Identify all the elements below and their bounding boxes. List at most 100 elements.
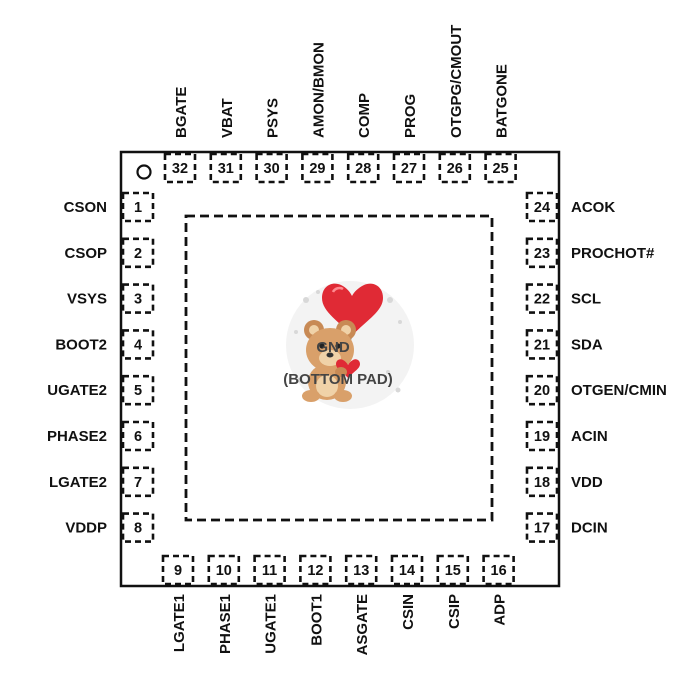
pin-19-pad [525, 420, 559, 452]
pin-8-pad [121, 512, 155, 543]
pin-7-label: LGATE2 [49, 474, 107, 491]
pin-21-pad [525, 329, 559, 360]
pin-15-number: 15 [445, 563, 461, 579]
pin1-marker-icon [136, 164, 152, 180]
pin-20-label: OTGEN/CMIN [571, 382, 667, 399]
pin-27-pad [392, 152, 426, 184]
pin-6-number: 6 [134, 429, 142, 445]
pin-10-pad [207, 554, 241, 586]
pin-17-pad [525, 512, 559, 543]
pin-5-pad [121, 374, 155, 406]
pin-11-label: UGATE1 [263, 594, 280, 654]
pin-8-number: 8 [134, 521, 142, 537]
ground-pad-sublabel: (BOTTOM PAD) [283, 371, 392, 388]
pin-12-label: BOOT1 [308, 594, 325, 646]
pin-13-number: 13 [353, 563, 369, 579]
pin-14-pad [390, 554, 424, 586]
pin-5-number: 5 [134, 383, 142, 399]
pin-20-pad [525, 374, 559, 406]
pin-32-pad [163, 152, 197, 184]
pin-2-pad [121, 237, 155, 269]
pin-6-label: PHASE2 [47, 428, 107, 445]
pin-29-number: 29 [309, 161, 325, 177]
pin-18-number: 18 [534, 475, 550, 491]
pin-29-pad [301, 152, 334, 184]
pin-9-number: 9 [174, 563, 182, 579]
pin-29-label: AMON/BMON [310, 42, 327, 138]
pin-28-number: 28 [355, 161, 371, 177]
pin-2-label: CSOP [64, 245, 107, 262]
pin-4-number: 4 [134, 337, 142, 353]
pin-1-number: 1 [134, 200, 142, 216]
pin-18-label: VDD [571, 474, 603, 491]
pin-15-label: CSIP [446, 594, 463, 629]
pin-5-label: UGATE2 [47, 382, 107, 399]
pin-17-number: 17 [534, 521, 550, 537]
pin-15-pad [436, 554, 470, 586]
pin-17-label: DCIN [571, 520, 608, 537]
pin-31-number: 31 [218, 161, 234, 177]
pin-7-number: 7 [134, 475, 142, 491]
pin-32-label: BGATE [173, 87, 190, 138]
pin-28-label: COMP [356, 93, 373, 138]
pin-8-label: VDDP [65, 520, 107, 537]
pin-10-label: PHASE1 [217, 594, 234, 654]
pins-top-side: 32 BGATE 31 VBAT 30 PSYS 29 AMON/BMON 28 COMP 27 PR… [163, 25, 517, 184]
pin-12-number: 12 [307, 563, 323, 579]
pin-7-pad [121, 466, 155, 498]
pin-23-pad [525, 237, 559, 269]
pin-3-label: VSYS [67, 291, 107, 308]
pin-28-pad [346, 152, 380, 184]
pin-31-pad [209, 152, 243, 184]
pin-32-number: 32 [172, 161, 188, 177]
pin-24-label: ACOK [571, 199, 615, 216]
pin-13-pad [344, 554, 378, 586]
pin-31-label: VBAT [219, 98, 236, 138]
pin-6-pad [121, 420, 155, 452]
pin-10-number: 10 [216, 563, 232, 579]
pin-26-pad [438, 152, 472, 184]
pin-24-number: 24 [534, 200, 550, 216]
pin-24-pad [525, 191, 559, 223]
pin-27-number: 27 [401, 161, 417, 177]
pin-14-number: 14 [399, 563, 415, 579]
pin-13-label: ASGATE [354, 594, 371, 655]
pin-22-label: SCL [571, 291, 601, 308]
pin-23-label: PROCHOT# [571, 245, 655, 262]
pin-14-label: CSIN [400, 594, 417, 630]
pin-22-number: 22 [534, 292, 550, 308]
pin-21-number: 21 [534, 337, 550, 353]
pin-9-pad [161, 554, 195, 586]
pin-1-pad [121, 191, 155, 223]
pin-3-pad [121, 283, 155, 314]
pin-26-number: 26 [447, 161, 463, 177]
pin-18-pad [525, 466, 559, 498]
ground-pad-label: GND [316, 339, 350, 356]
teddy-bear-heart-sticker [286, 281, 414, 409]
pin-16-label: ADP [492, 594, 509, 626]
pin-30-label: PSYS [265, 98, 282, 138]
pin-9-label: LGATE1 [171, 594, 188, 652]
heart-balloon-icon [322, 283, 383, 336]
pin-16-number: 16 [491, 563, 507, 579]
pin-30-pad [255, 152, 288, 184]
pin-20-number: 20 [534, 383, 550, 399]
pin-23-number: 23 [534, 246, 550, 262]
pin-11-pad [253, 554, 286, 586]
pin-1-label: CSON [64, 199, 107, 216]
pin-25-number: 25 [493, 161, 509, 177]
pins-left-side: 1 CSON 2 CSOP 3 VSYS 4 BOOT2 5 UGATE2 6 PHASE2 7 LGAT… [47, 191, 155, 543]
pin-3-number: 3 [134, 292, 142, 308]
exposed-pad [184, 214, 494, 522]
pin-4-label: BOOT2 [55, 336, 107, 353]
pin-26-label: OTGPG/CMOUT [448, 25, 465, 138]
pin-19-label: ACIN [571, 428, 608, 445]
pin-11-number: 11 [262, 563, 277, 579]
pin-27-label: PROG [402, 94, 419, 138]
pin-25-pad [484, 152, 517, 184]
pin-2-number: 2 [134, 246, 142, 262]
pin-30-number: 30 [264, 161, 280, 177]
pin-19-number: 19 [534, 429, 550, 445]
